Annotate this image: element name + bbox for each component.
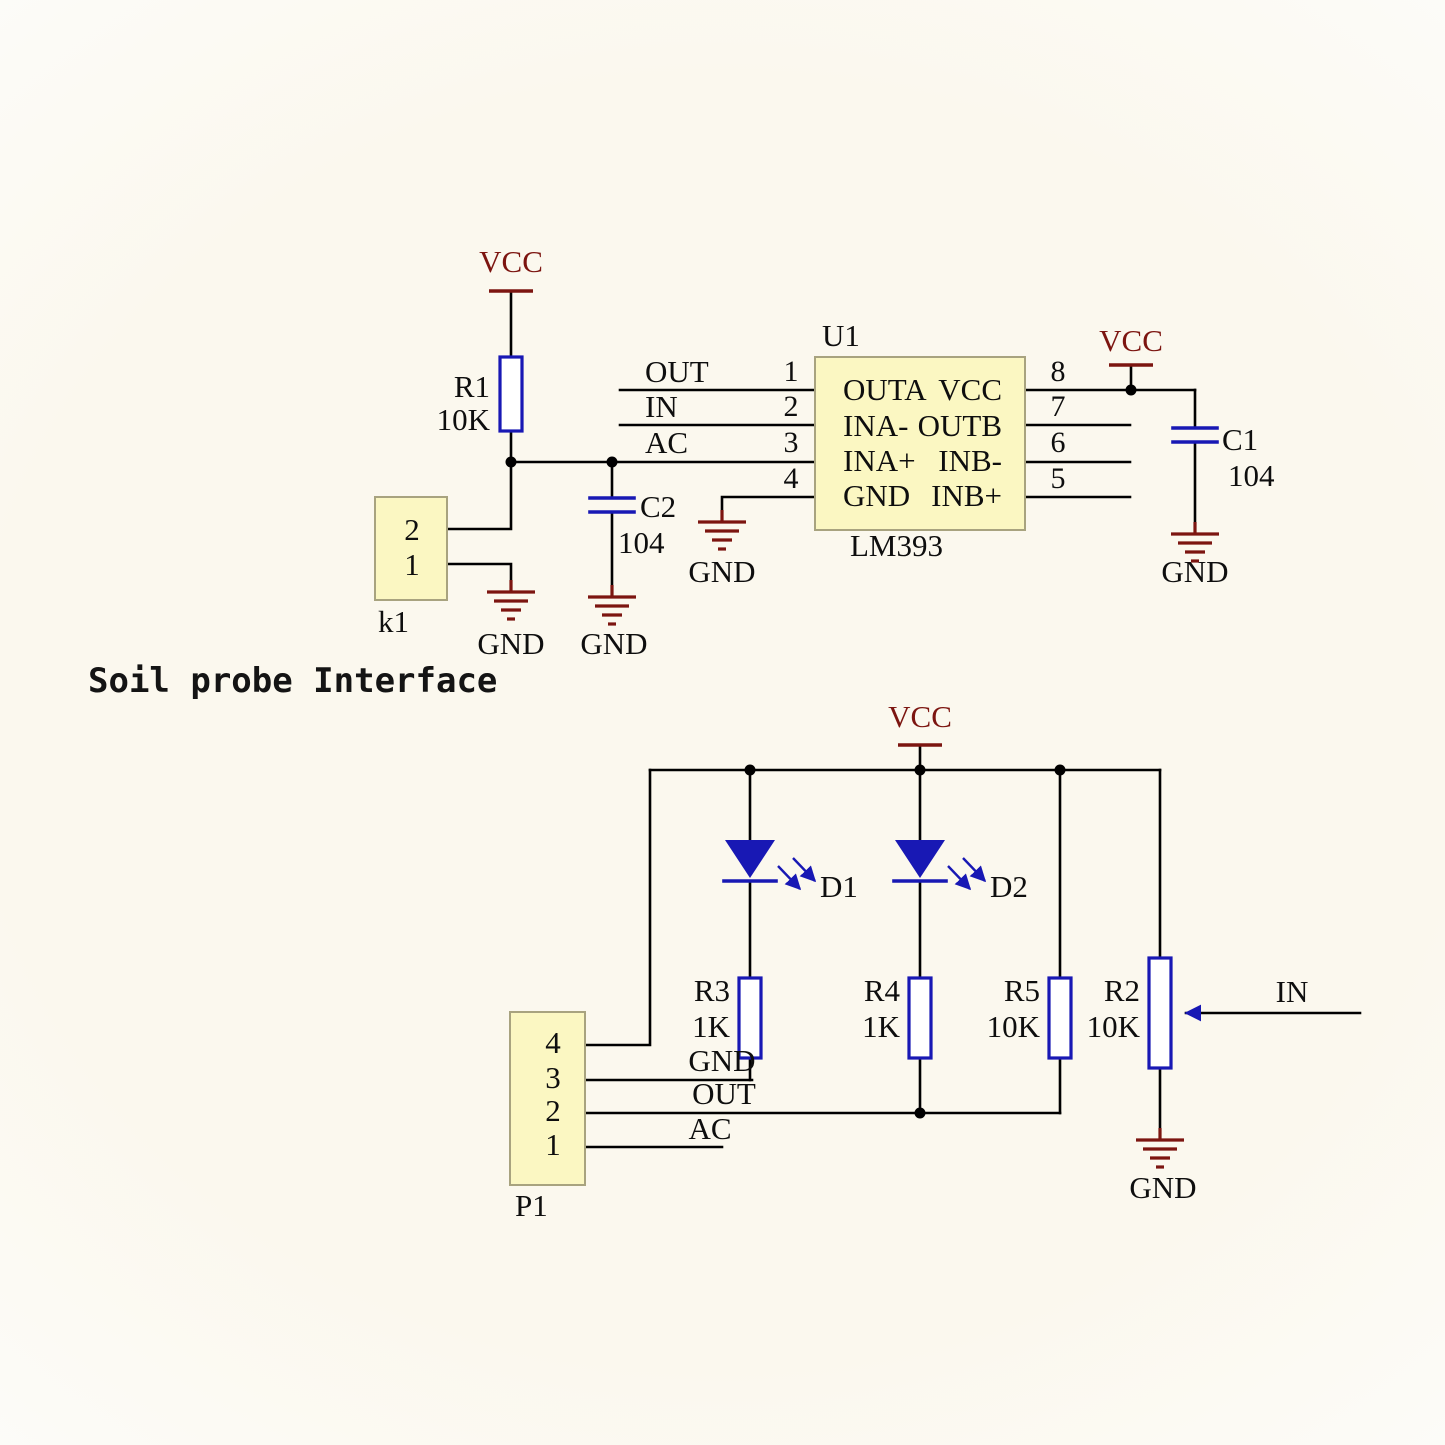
u1-pin-name: GND	[843, 478, 910, 513]
u1-pin-number: 4	[784, 462, 799, 495]
u1-pin-name: INA-	[843, 408, 908, 443]
top-circuit: VCC R1 10K OUT IN AC 2 1 k1 GND C2 104 G…	[88, 244, 1275, 701]
r1-value-label: 10K	[437, 402, 491, 437]
net-label-out: OUT	[692, 1076, 756, 1111]
u1-pin-number: 7	[1051, 390, 1066, 423]
ground-symbol	[586, 583, 638, 626]
ground-symbol	[696, 508, 748, 551]
resistor-r4: R4 1K	[862, 973, 933, 1060]
led-d1: D1	[724, 840, 858, 904]
resistor-r5: R5 10K	[987, 973, 1073, 1060]
p1-ref-label: P1	[515, 1188, 548, 1223]
u1-pin-number: 8	[1051, 355, 1066, 388]
gnd-label: GND	[477, 626, 544, 661]
net-label-in: IN	[645, 389, 678, 424]
gnd-label: GND	[688, 554, 755, 589]
u1-pin-name: INA+	[843, 443, 916, 478]
u1-pin-number: 2	[784, 390, 799, 423]
u1-pin-name: OUTA	[843, 372, 927, 407]
u1-pin-number: 6	[1051, 426, 1066, 459]
caption-soil-probe-interface: Soil probe Interface	[88, 661, 497, 701]
net-label-out: OUT	[645, 354, 709, 389]
vcc-label: VCC	[479, 244, 543, 279]
u1-pin-number: 3	[784, 426, 799, 459]
resistor-r3: R3 1K	[692, 973, 763, 1060]
k1-ref-label: k1	[378, 604, 409, 639]
c2-ref-label: C2	[640, 489, 676, 524]
junction-dot	[1054, 764, 1066, 776]
k1-pin2-label: 2	[404, 512, 420, 547]
ic-u1-lm393: U1 LM393 1 2 3 4 8 7 6 5 OUTA INA- INA+ …	[784, 318, 1066, 563]
connector-p1: 4 3 2 1 P1	[509, 1011, 586, 1223]
top-wires	[445, 289, 1197, 587]
u1-pin-name: VCC	[938, 372, 1002, 407]
r1-ref-label: R1	[454, 369, 490, 404]
net-label-in: IN	[1276, 974, 1309, 1009]
u1-pin-name: OUTB	[918, 408, 1002, 443]
junction-dot	[606, 456, 618, 468]
gnd-label: GND	[580, 626, 647, 661]
connector-k1: 2 1 k1	[374, 496, 448, 639]
gnd-label: GND	[1129, 1170, 1196, 1205]
net-label-ac: AC	[688, 1111, 731, 1146]
junction-dot	[744, 764, 756, 776]
resistor-r1: R1 10K	[437, 355, 524, 437]
bottom-circuit: VCC D1 D2 R3 1K R4 1K R5 10K	[509, 699, 1362, 1223]
vcc-label: VCC	[888, 699, 952, 734]
d1-ref-label: D1	[820, 869, 858, 904]
r2-ref-label: R2	[1104, 973, 1140, 1008]
c1-ref-label: C1	[1222, 422, 1258, 457]
u1-pin-name: INB+	[931, 478, 1002, 513]
r2-value-label: 10K	[1087, 1009, 1141, 1044]
d2-ref-label: D2	[990, 869, 1028, 904]
r3-ref-label: R3	[694, 973, 730, 1008]
r5-ref-label: R5	[1004, 973, 1040, 1008]
ground-symbol	[485, 578, 537, 621]
u1-pin-number: 1	[784, 355, 799, 388]
r5-value-label: 10K	[987, 1009, 1041, 1044]
k1-pin1-label: 1	[404, 547, 420, 582]
r3-value-label: 1K	[692, 1009, 731, 1044]
c2-value-label: 104	[618, 525, 665, 560]
led-d2: D2	[894, 840, 1028, 904]
p1-pin1-label: 1	[545, 1127, 561, 1162]
r4-value-label: 1K	[862, 1009, 901, 1044]
c1-value-label: 104	[1228, 458, 1275, 493]
u1-ref-label: U1	[822, 318, 860, 353]
junction-dot	[505, 456, 517, 468]
r4-ref-label: R4	[864, 973, 901, 1008]
p1-pin2-label: 2	[545, 1093, 561, 1128]
junction-dot	[914, 1107, 926, 1119]
u1-pin-name: INB-	[938, 443, 1002, 478]
junction-dot	[914, 764, 926, 776]
net-label-ac: AC	[645, 425, 688, 460]
p1-pin4-label: 4	[545, 1025, 561, 1060]
net-label-gnd: GND	[688, 1043, 755, 1078]
bottom-wires	[583, 743, 1162, 1149]
capacitor-c2: C2 104	[588, 489, 676, 560]
potentiometer-r2: R2 10K IN	[1087, 956, 1362, 1070]
ground-symbol	[1134, 1126, 1186, 1169]
p1-pin3-label: 3	[545, 1060, 561, 1095]
u1-part-label: LM393	[850, 528, 943, 563]
u1-pin-number: 5	[1051, 462, 1066, 495]
vcc-label: VCC	[1099, 323, 1163, 358]
capacitor-c1: C1 104	[1171, 422, 1275, 493]
junction-dot	[1125, 384, 1137, 396]
gnd-label: GND	[1161, 554, 1228, 589]
